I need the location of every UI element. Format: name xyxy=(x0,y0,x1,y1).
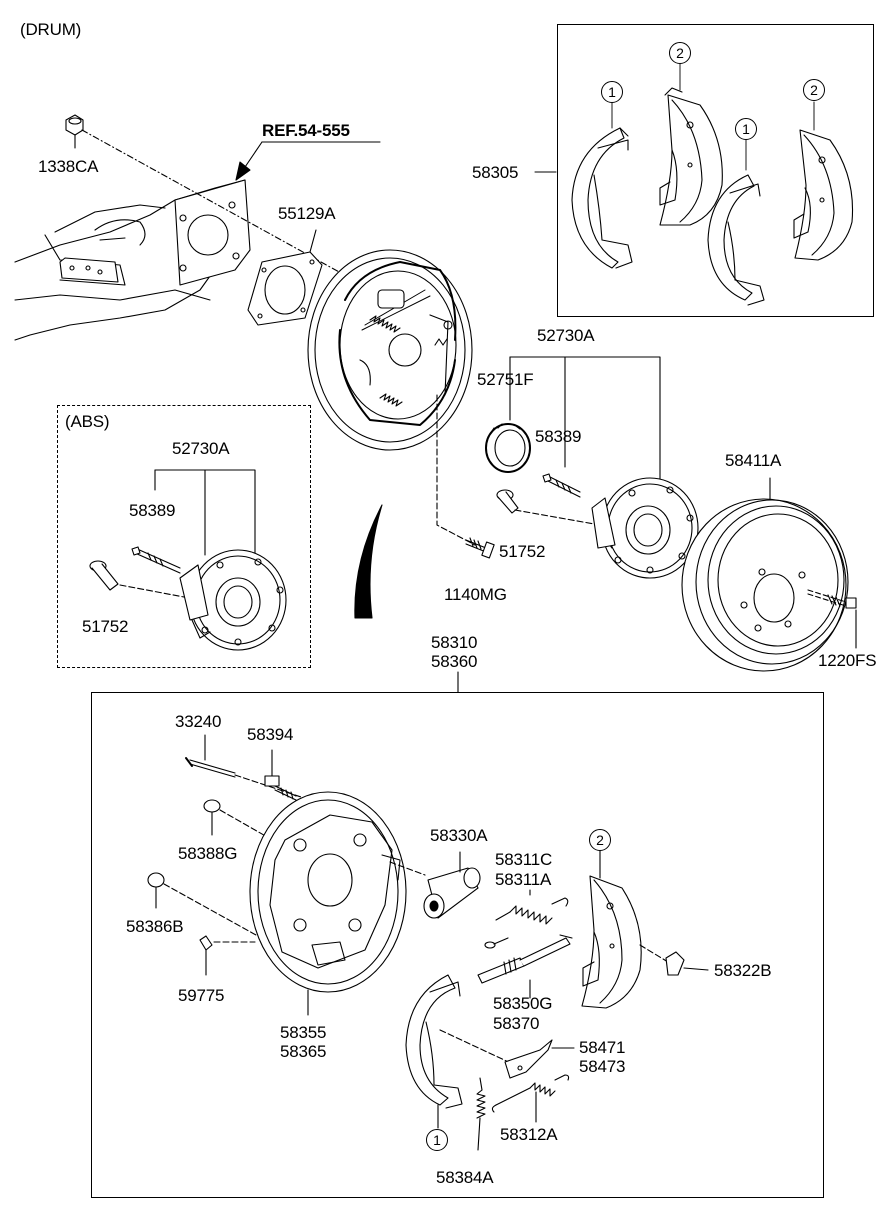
part-label-1220fs[interactable]: 1220FS xyxy=(818,651,877,670)
brake-drum-58411a-illustration xyxy=(681,477,849,672)
part-label-58355[interactable]: 58355 xyxy=(280,1023,327,1042)
part-label-58330a[interactable]: 58330A xyxy=(430,826,488,845)
part-label-1338ca[interactable]: 1338CA xyxy=(38,157,99,176)
callout-2: 2 xyxy=(669,42,691,64)
ref-arrow-head xyxy=(235,161,251,181)
callout-1: 1 xyxy=(601,81,623,103)
callout-2: 2 xyxy=(803,79,825,101)
part-label-58350g[interactable]: 58350G xyxy=(493,994,553,1013)
shoe-2-bottom-illustration xyxy=(581,849,669,1009)
abs-part-label-58389[interactable]: 58389 xyxy=(129,501,176,520)
callout-1: 1 xyxy=(735,118,757,140)
spring-58311c-illustration xyxy=(484,889,569,949)
wheel-cylinder-58330a-illustration xyxy=(423,851,481,919)
clip-59775-illustration xyxy=(199,935,256,976)
part-label-52730a[interactable]: 52730A xyxy=(537,326,595,345)
abs-ring-52751f-illustration xyxy=(485,423,531,473)
shoe-set-illustration xyxy=(571,87,854,306)
part-label-58389[interactable]: 58389 xyxy=(535,427,582,446)
abs-part-label-52730a[interactable]: 52730A xyxy=(172,439,230,458)
abs-part-label-51752[interactable]: 51752 xyxy=(82,617,129,636)
stud-58389-illustration xyxy=(542,473,581,498)
part-label-51752[interactable]: 51752 xyxy=(499,542,546,561)
part-label-55129a[interactable]: 55129A xyxy=(278,204,336,223)
part-label-59775[interactable]: 59775 xyxy=(178,986,225,1005)
abs-hub-bearing-illustration xyxy=(179,549,287,651)
rear-axle-arm-illustration xyxy=(14,179,251,341)
bolt-1220fs-illustration xyxy=(807,589,857,649)
part-label-58370[interactable]: 58370 xyxy=(493,1014,540,1033)
abs-variant-box xyxy=(57,405,311,668)
diagram-title: (DRUM) xyxy=(20,20,82,39)
part-label-58312a[interactable]: 58312A xyxy=(500,1125,558,1144)
kit-label-58310[interactable]: 58310 xyxy=(431,633,478,652)
brake-assembly-box xyxy=(91,692,824,1198)
part-label-58386b[interactable]: 58386B xyxy=(126,917,184,936)
leader-line xyxy=(389,861,426,876)
abs-bracket xyxy=(154,469,256,556)
adjuster-58350g-illustration xyxy=(477,934,573,999)
part-label-58322b[interactable]: 58322B xyxy=(714,961,772,980)
shoe-set-box xyxy=(557,24,874,317)
nut-1338ca-illustration xyxy=(65,114,84,149)
part-label-58388g[interactable]: 58388G xyxy=(178,844,238,863)
pin-33240-illustration xyxy=(185,734,311,801)
callout-1: 1 xyxy=(426,1129,448,1151)
leader-line xyxy=(81,129,351,279)
ref-label[interactable]: REF.54-555 xyxy=(262,121,350,140)
spring-58384a-illustration xyxy=(476,1077,486,1151)
part-label-58311c[interactable]: 58311C xyxy=(495,850,553,869)
gasket-55129a-illustration xyxy=(247,229,323,326)
assembled-brake-backplate-illustration xyxy=(307,249,473,451)
part-label-58394[interactable]: 58394 xyxy=(247,725,294,744)
part-label-58365[interactable]: 58365 xyxy=(280,1042,327,1061)
bolt-1140mg-illustration xyxy=(465,537,495,559)
abs-stud-58389-illustration xyxy=(131,546,181,574)
part-label-58384a[interactable]: 58384A xyxy=(436,1168,494,1187)
part-label-52751f[interactable]: 52751F xyxy=(477,370,534,389)
shoe-1-bottom-illustration xyxy=(405,974,516,1129)
direction-marker xyxy=(354,504,383,619)
part-label-1140mg[interactable]: 1140MG xyxy=(444,585,507,604)
part-label-58411a[interactable]: 58411A xyxy=(725,451,782,470)
part-label-58473[interactable]: 58473 xyxy=(579,1057,626,1076)
plug-58386b-illustration xyxy=(147,872,266,941)
part-label-58311a[interactable]: 58311A xyxy=(495,870,552,889)
stud-51752-illustration xyxy=(496,489,601,526)
part-label-58305[interactable]: 58305 xyxy=(472,163,519,182)
callout-2: 2 xyxy=(589,829,611,851)
part-label-58471[interactable]: 58471 xyxy=(579,1038,626,1057)
bolt-58394-illustration xyxy=(264,749,297,801)
hub-bearing-52730a-illustration xyxy=(591,477,699,579)
leader-line xyxy=(436,394,476,546)
callout-leaders xyxy=(611,63,815,171)
lever-58471-illustration xyxy=(504,1039,575,1079)
backing-plate-58355-illustration xyxy=(249,791,407,1016)
ref-arrow-shaft xyxy=(242,141,263,171)
kit-label-58360[interactable]: 58360 xyxy=(431,652,478,671)
bracket-52730a xyxy=(509,356,661,481)
part-label-33240[interactable]: 33240 xyxy=(175,712,222,731)
clip-58322b-illustration xyxy=(665,951,709,976)
spring-58312a-illustration xyxy=(491,1074,570,1123)
abs-title: (ABS) xyxy=(65,412,110,431)
